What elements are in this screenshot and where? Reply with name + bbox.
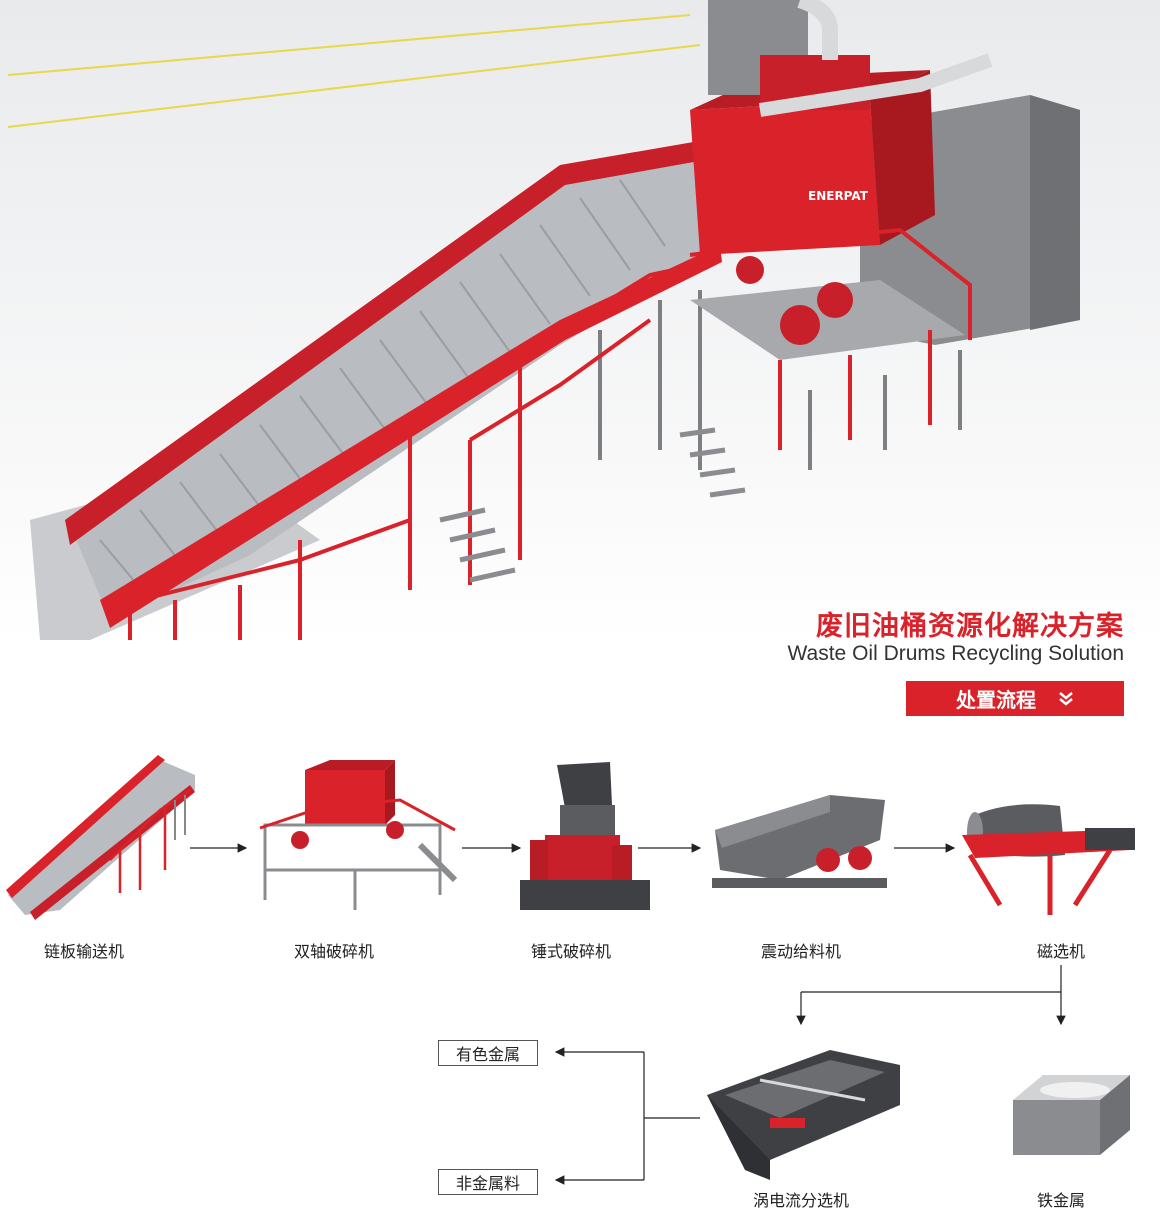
step-label-vibrating-feeder: 震动给料机 — [760, 942, 842, 961]
hero-illustration: ENERPAT — [0, 0, 1160, 640]
output-box-non-metal-material: 非金属料 — [438, 1169, 538, 1195]
vibrating-feeder-image — [712, 795, 887, 888]
step-label-magnetic-separator: 磁选机 — [1036, 942, 1086, 961]
process-flow-label: 处置流程 — [956, 688, 1036, 712]
chain-conveyor-image — [6, 755, 195, 920]
machine-brand-text: ENERPAT — [808, 189, 869, 203]
solution-title-cn: 废旧油桶资源化解决方案 — [816, 611, 1124, 642]
dual-shaft-shredder-image — [259, 760, 458, 910]
label-eddy-current-separator: 涡电流分选机 — [752, 1191, 850, 1210]
step-label-chain-conveyor: 链板输送机 — [43, 942, 125, 961]
shredding-line-illustration: ENERPAT — [7, 0, 1080, 640]
hammer-crusher-image — [520, 762, 650, 910]
ferrous-metal-bin-image — [1013, 1075, 1130, 1155]
magnetic-separator-image — [962, 804, 1135, 915]
process-flow-badge: 处置流程 — [906, 681, 1124, 716]
solution-title-en: Waste Oil Drums Recycling Solution — [787, 642, 1125, 665]
step-label-hammer-crusher: 锤式破碎机 — [530, 942, 612, 961]
step-label-dual-shaft-shredder: 双轴破碎机 — [293, 942, 375, 961]
eddy-current-separator-image — [707, 1050, 900, 1180]
output-box-nonferrous-metal: 有色金属 — [438, 1040, 538, 1066]
double-chevron-down-icon — [1059, 691, 1073, 706]
label-ferrous-metal: 铁金属 — [1036, 1191, 1086, 1210]
